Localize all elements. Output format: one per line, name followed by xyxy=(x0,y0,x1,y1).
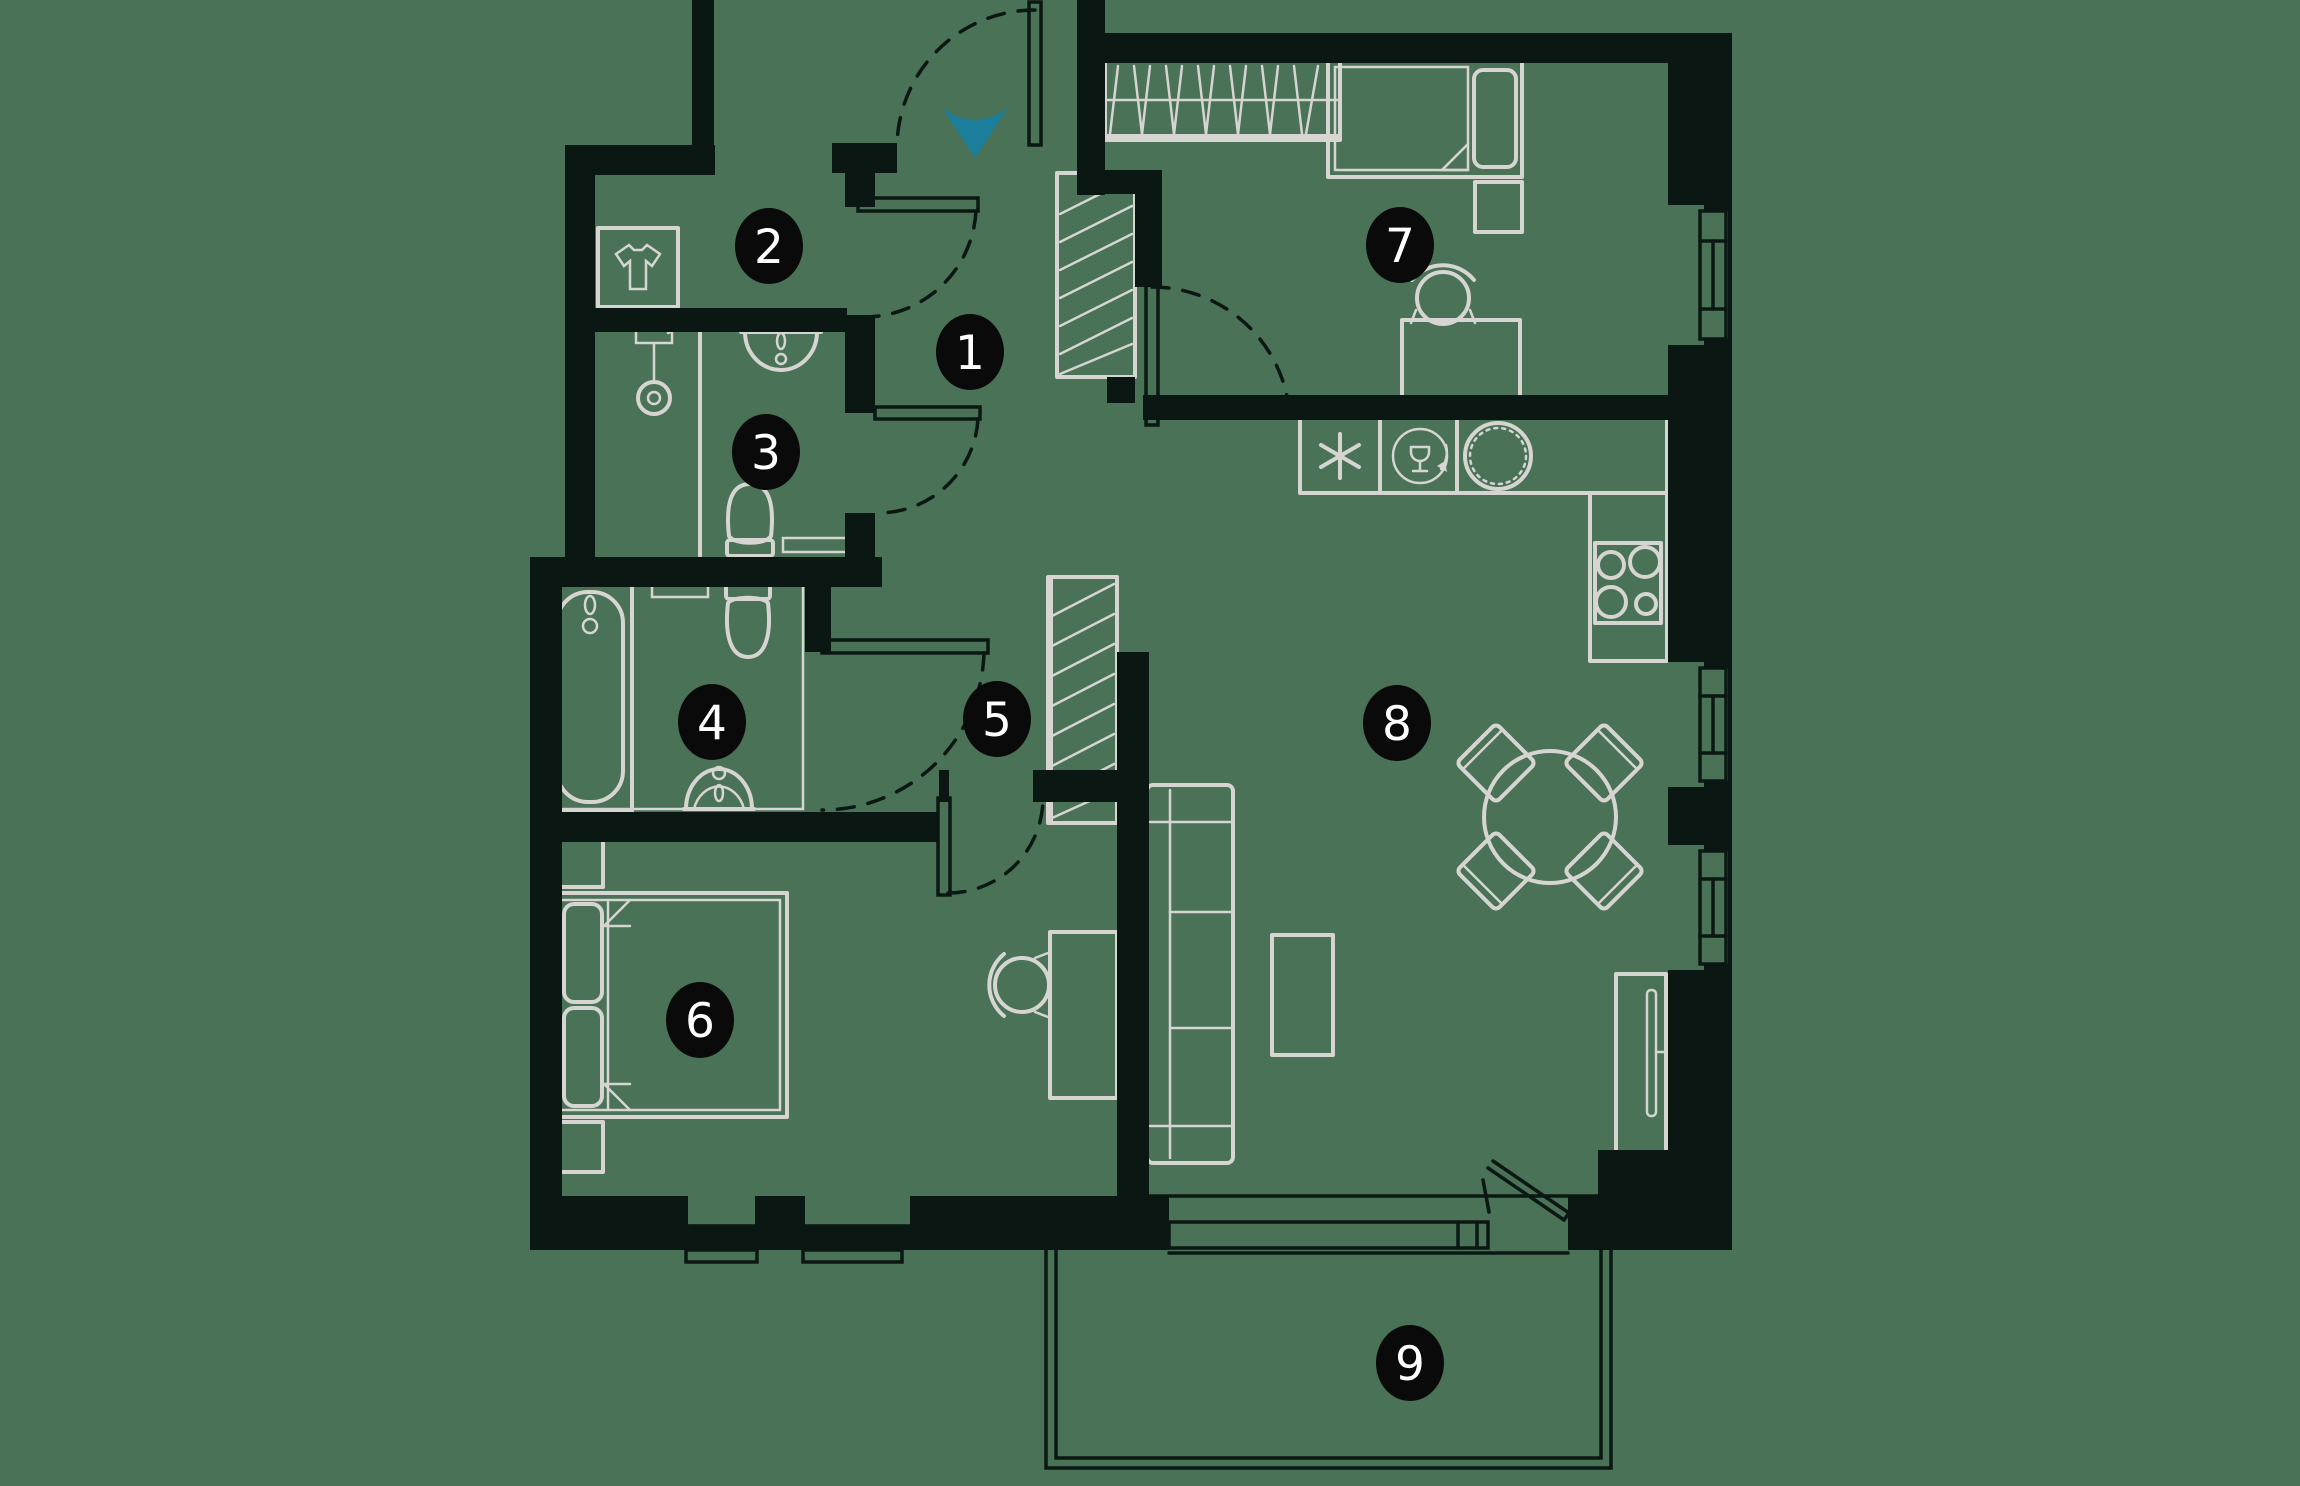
stove-icon xyxy=(1593,541,1663,625)
svg-text:9: 9 xyxy=(1395,1337,1425,1392)
room-badge-wardrobe-room: 2 xyxy=(735,208,803,284)
window xyxy=(680,1196,763,1264)
window xyxy=(1668,845,1728,970)
door-bedroom xyxy=(936,796,1045,897)
window xyxy=(1668,662,1728,787)
tv-icon xyxy=(1645,988,1667,1118)
room-badge-bedroom: 6 xyxy=(666,982,734,1058)
entrance-arrow xyxy=(941,106,1009,158)
chair-icon xyxy=(987,951,1051,1019)
svg-text:4: 4 xyxy=(697,696,727,751)
sink-icon xyxy=(682,765,756,811)
room-badge-balcony: 9 xyxy=(1376,1325,1444,1401)
room-badge-corridor: 5 xyxy=(963,681,1031,757)
door-room2 xyxy=(856,196,980,319)
dining-chair-icon xyxy=(1456,831,1536,911)
entrance-door xyxy=(895,0,1043,150)
balcony-door-window xyxy=(1147,1159,1600,1255)
dining-table-icon xyxy=(1482,749,1618,885)
svg-text:1: 1 xyxy=(955,326,985,381)
room-badge-bathroom: 4 xyxy=(678,684,746,760)
balcony-outline xyxy=(1044,1248,1613,1470)
dishwasher-icon xyxy=(1391,427,1449,485)
coffee-table-icon xyxy=(1270,933,1335,1057)
svg-text:6: 6 xyxy=(685,994,715,1049)
dining-chair-icon xyxy=(1564,831,1644,911)
toilet-icon xyxy=(725,482,775,558)
svg-text:7: 7 xyxy=(1385,219,1415,274)
svg-text:3: 3 xyxy=(751,426,781,481)
svg-text:5: 5 xyxy=(982,693,1012,748)
nightstand-icon xyxy=(1473,180,1524,234)
walls xyxy=(530,0,1732,1250)
room-badges: 1 2 3 4 5 6 7 8 9 xyxy=(666,207,1444,1401)
dining-chair-icon xyxy=(1564,723,1644,803)
room-badge-kitchen-living: 8 xyxy=(1363,685,1431,761)
svg-text:2: 2 xyxy=(754,220,784,275)
closet-tshirt-icon xyxy=(596,226,680,309)
svg-text:8: 8 xyxy=(1382,697,1412,752)
dining-chair-icon xyxy=(1456,723,1536,803)
door-room3 xyxy=(873,405,982,515)
room-badge-bedroom-2: 7 xyxy=(1366,207,1434,283)
room-badge-shower-room: 3 xyxy=(732,414,800,490)
kitchen-sink-icon xyxy=(1463,421,1533,491)
door-room7 xyxy=(1144,283,1292,427)
room-badge-hallway: 1 xyxy=(936,314,1004,390)
freezer-icon xyxy=(1319,432,1361,480)
window xyxy=(797,1196,918,1264)
window xyxy=(1668,205,1728,345)
